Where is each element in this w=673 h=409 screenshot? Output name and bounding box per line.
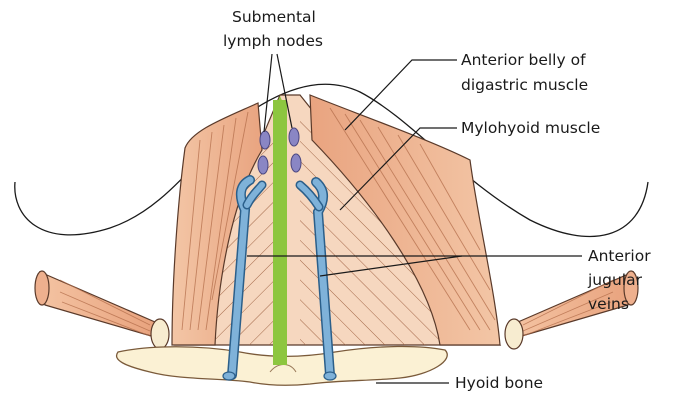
label-mylohyoid: Mylohyoid muscle	[461, 119, 600, 137]
label-jugular-2: jugular	[587, 271, 643, 289]
label-hyoid: Hyoid bone	[455, 374, 543, 392]
label-submental-2: lymph nodes	[223, 32, 323, 50]
right-tendon-loop	[505, 319, 523, 349]
label-jugular-1: Anterior	[588, 247, 651, 265]
left-horn-muscle	[35, 271, 158, 338]
midline-raphe	[273, 100, 287, 365]
label-submental-1: Submental	[232, 8, 316, 26]
label-anterior-belly-2: digastric muscle	[461, 76, 588, 94]
label-jugular-3: veins	[588, 295, 629, 313]
label-anterior-belly-1: Anterior belly of	[461, 51, 586, 69]
left-tendon-loop	[151, 319, 169, 349]
